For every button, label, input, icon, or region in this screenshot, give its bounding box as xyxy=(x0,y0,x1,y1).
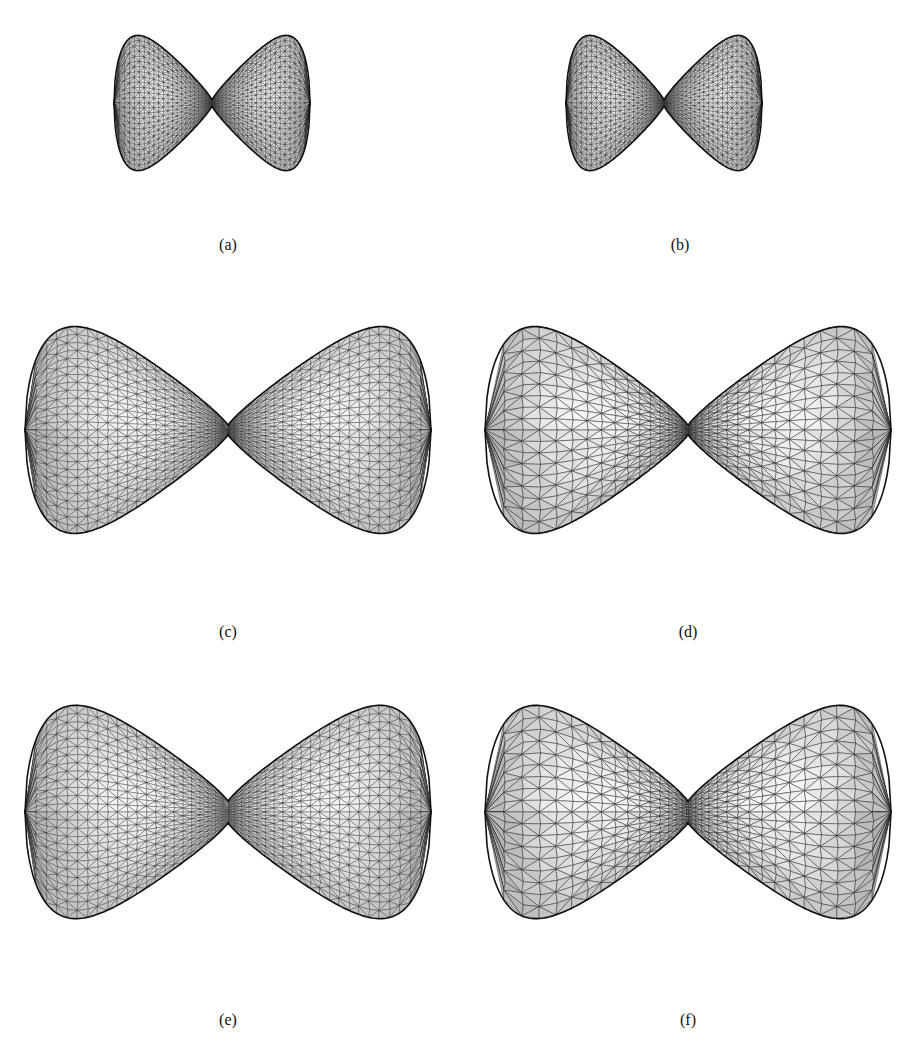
mesh-surface xyxy=(114,35,310,170)
